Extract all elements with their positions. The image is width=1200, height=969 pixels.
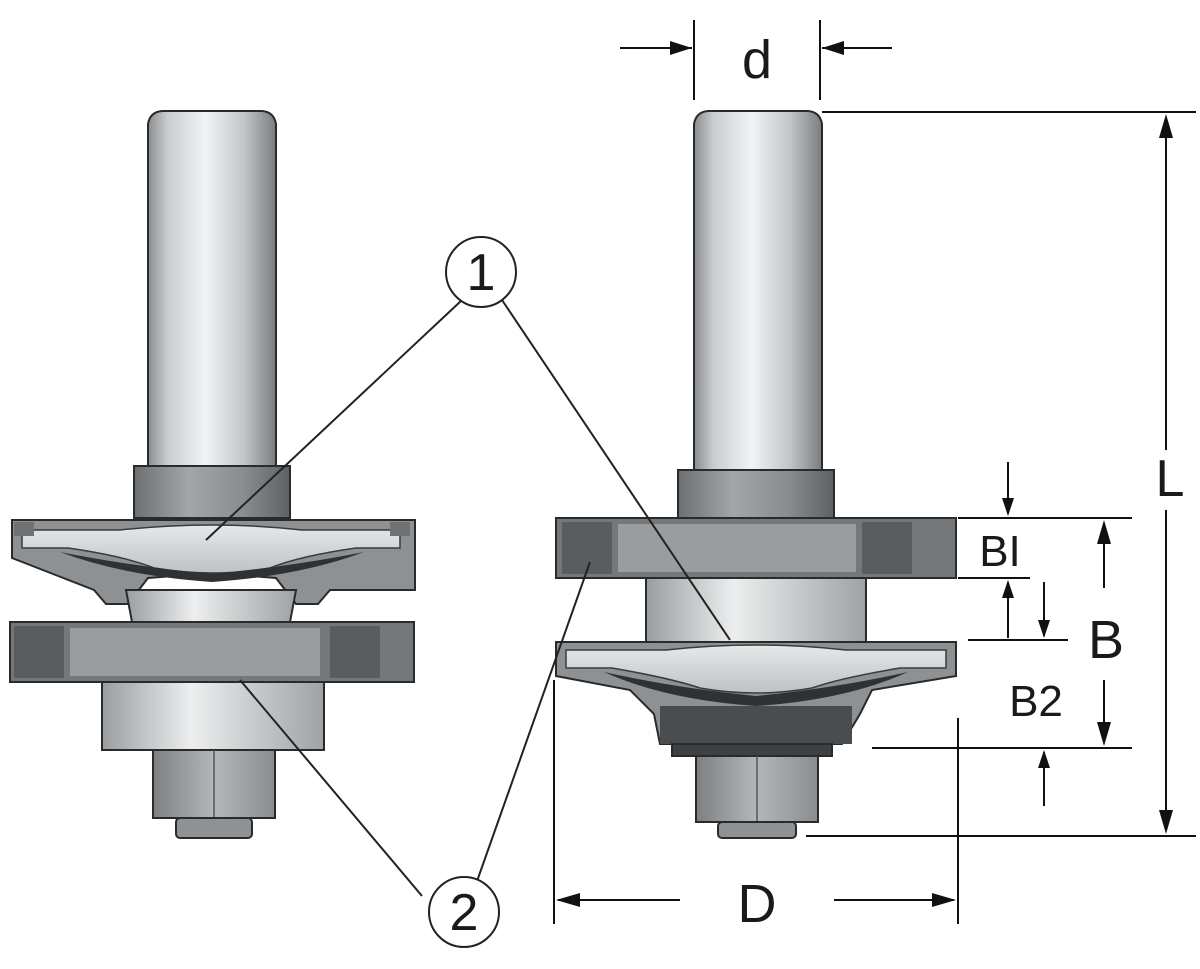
right-router-bit <box>555 110 957 839</box>
callout-1-label: 1 <box>467 244 496 302</box>
callout-2: 2 <box>428 876 500 948</box>
left-bolt <box>175 817 253 839</box>
callout-2-label: 2 <box>450 884 479 942</box>
right-cutter-slot <box>555 517 957 579</box>
right-collar <box>677 469 835 519</box>
dimension-L: L <box>806 111 1196 837</box>
dimension-B: B <box>1088 520 1124 746</box>
dimension-L-label: L <box>1156 450 1185 508</box>
left-hub <box>124 589 298 623</box>
right-shank <box>693 110 823 471</box>
dimension-B-label: B <box>1088 610 1124 670</box>
dimension-B2: B2 <box>872 582 1132 806</box>
dimension-B1: BI <box>958 462 1132 638</box>
right-washer <box>671 743 833 757</box>
left-shank <box>147 110 277 469</box>
left-collar <box>133 465 291 519</box>
dimension-D-label: D <box>738 874 777 934</box>
dimension-B1-label: BI <box>979 527 1021 576</box>
callout-leaders <box>205 299 731 897</box>
left-cutter-profile <box>11 519 416 605</box>
left-cutter-slot <box>9 621 415 683</box>
right-cutter-profile <box>555 641 957 745</box>
dimension-d: d <box>620 20 892 100</box>
dimension-d-label: d <box>742 30 772 90</box>
left-router-bit <box>9 110 416 839</box>
right-spacer <box>645 577 867 643</box>
callout-1: 1 <box>445 236 517 308</box>
dimension-B2-label: B2 <box>1009 677 1063 726</box>
right-bolt <box>717 821 797 839</box>
dimension-D: D <box>553 680 959 934</box>
